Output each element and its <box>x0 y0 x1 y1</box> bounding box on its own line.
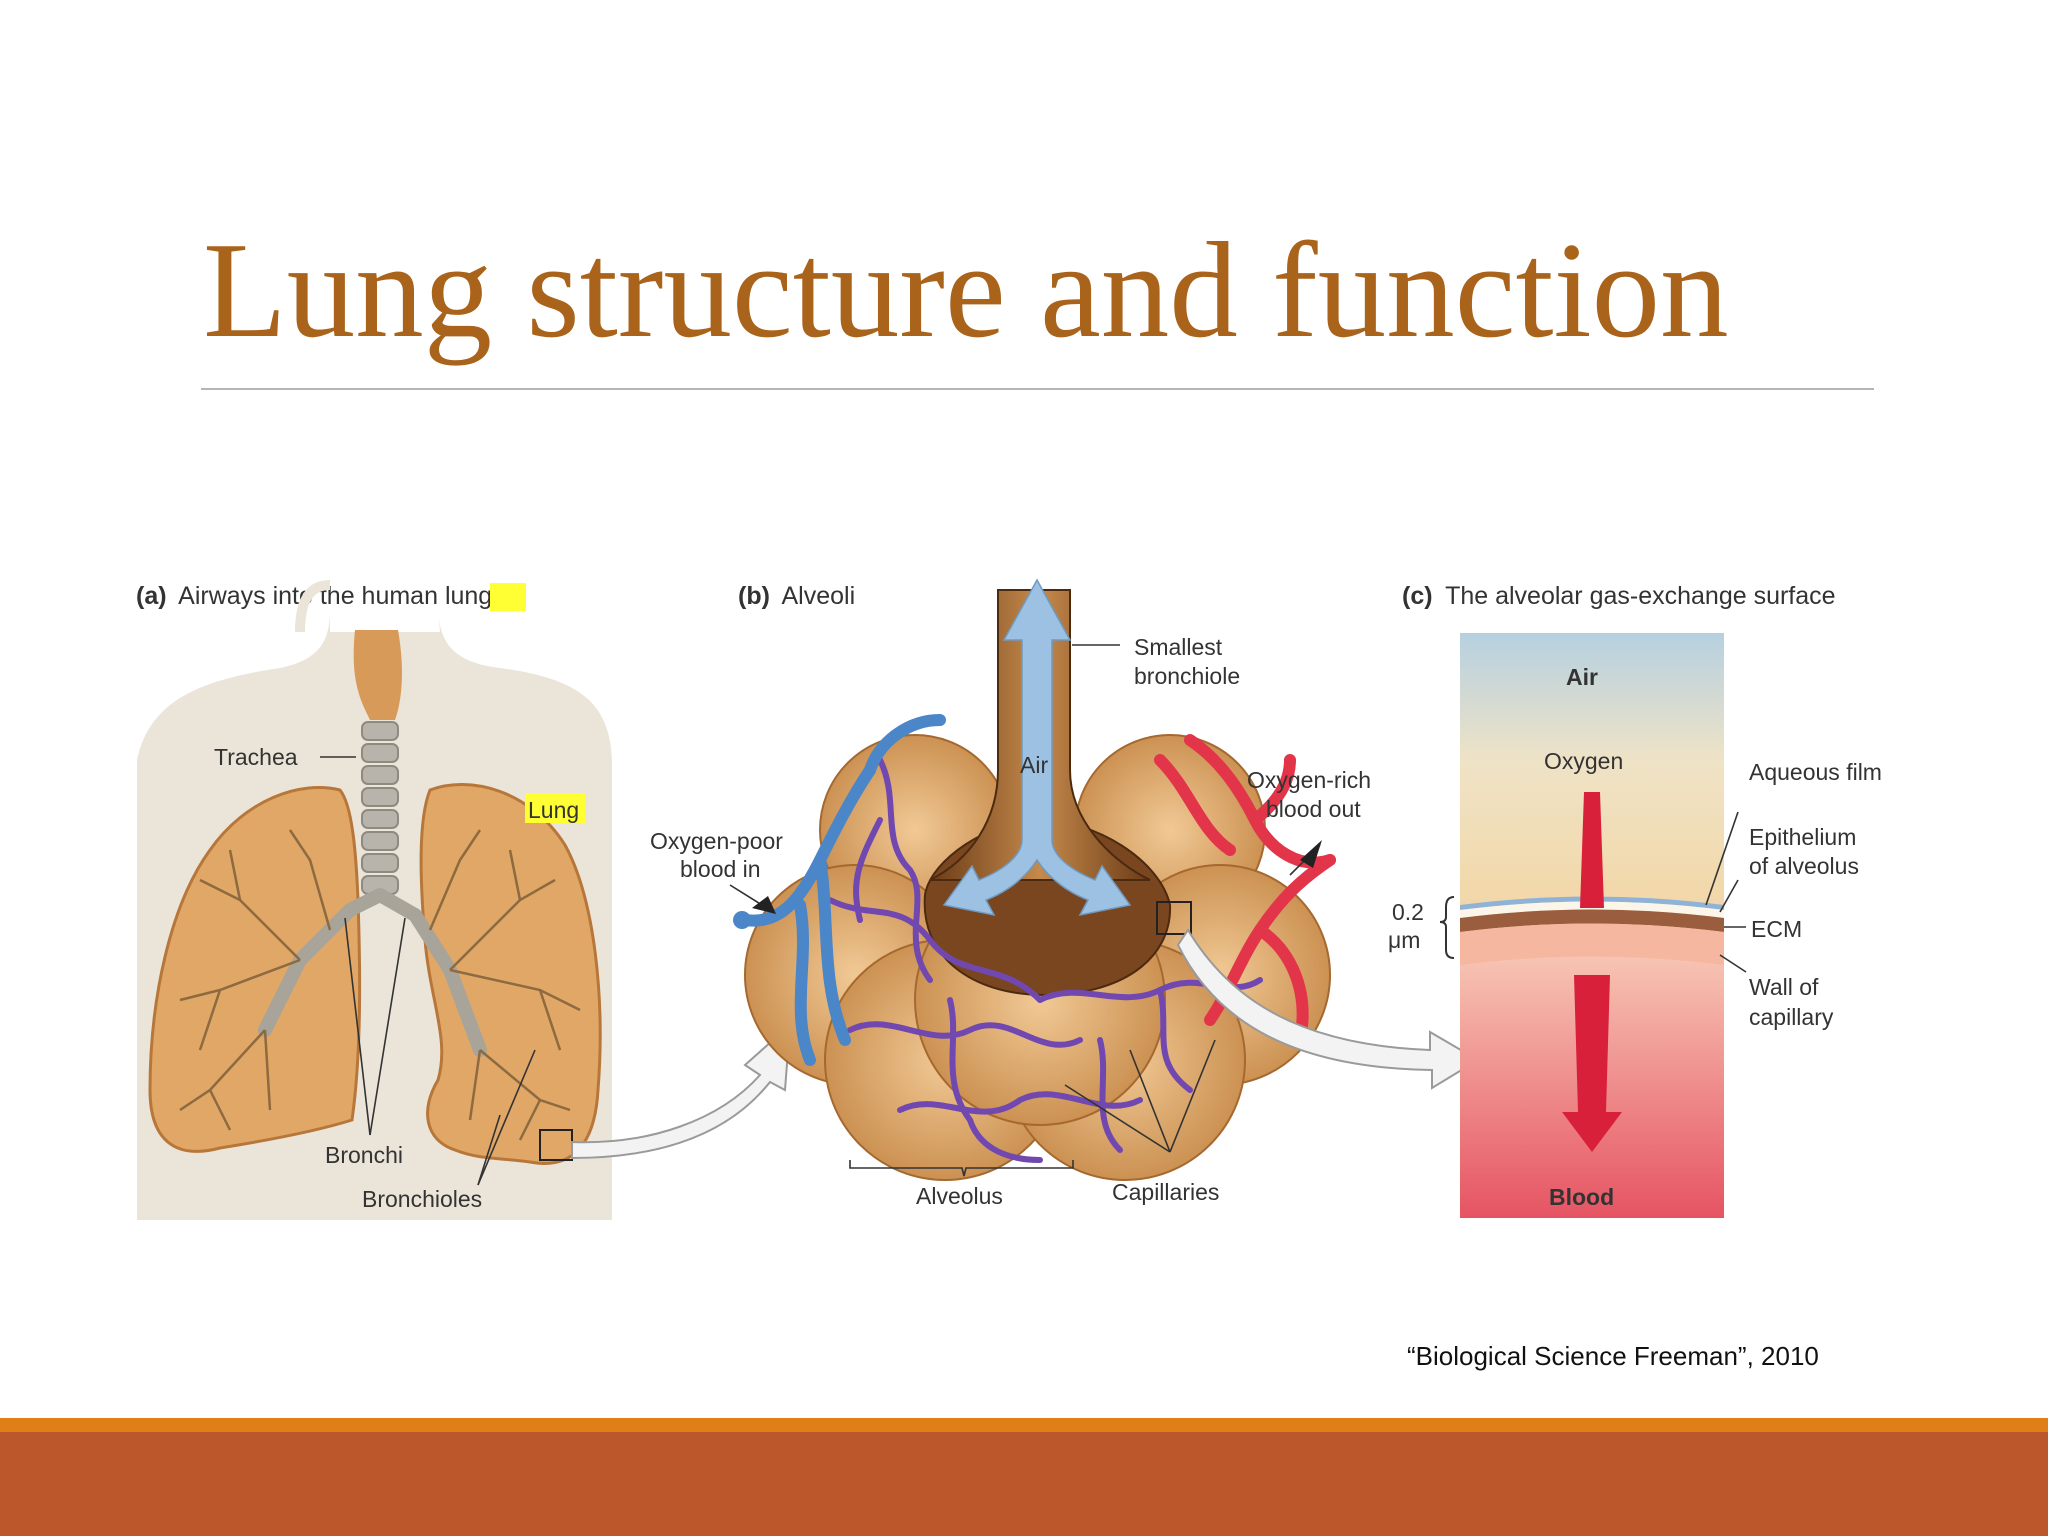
footer-stripe <box>0 1418 2048 1432</box>
label-thickness-value: 0.2 <box>1392 899 1424 925</box>
thickness-brace <box>1439 896 1455 959</box>
label-ecm: ECM <box>1751 916 1802 942</box>
label-air-c: Air <box>1566 664 1598 690</box>
slide-title: Lung structure and function <box>203 214 1729 366</box>
label-capillary: capillary <box>1749 1004 1834 1030</box>
trachea <box>361 721 399 895</box>
oxygen-arrow-upper <box>1580 792 1604 908</box>
svg-text:(b) Alveoli: (b) Alveoli <box>738 582 855 610</box>
label-lung: Lung <box>528 797 579 823</box>
oxygen-arrow-lower <box>1562 975 1622 1152</box>
panel-c: (c) The alveolar gas-exchange surface Ai… <box>1388 582 1882 1218</box>
label-capillaries: Capillaries <box>1112 1179 1219 1205</box>
artery-oxygen-poor <box>739 714 946 1066</box>
aqueous-film-layer <box>1460 896 1724 910</box>
label-oxygen-poor: Oxygen-poor <box>650 828 783 854</box>
zoom-arrow-b-to-c <box>1176 928 1480 1090</box>
bronchiole-tree <box>179 829 581 1141</box>
label-trachea: Trachea <box>214 744 298 770</box>
zoom-arrow-a-to-b <box>571 1022 792 1160</box>
label-blood-out: blood out <box>1266 796 1361 822</box>
lung-label-highlight <box>525 793 585 823</box>
label-smallest: Smallest <box>1134 634 1223 660</box>
label-of-alveolus: of alveolus <box>1749 853 1859 879</box>
panel-b: (b) Alveoli <box>650 578 1480 1209</box>
label-epithelium: Epithelium <box>1749 824 1856 850</box>
air-flow-arrow <box>942 578 1132 917</box>
panel-a-caption-highlight: lung <box>445 582 492 610</box>
right-lung <box>148 786 362 1153</box>
lung-highlight-mark <box>490 583 526 611</box>
label-wall-of: Wall of <box>1749 974 1819 1000</box>
ecm-layer <box>1460 909 1724 932</box>
capillary-wall-layer <box>1460 923 1724 965</box>
footer-band <box>0 1432 2048 1536</box>
label-alveolus: Alveolus <box>916 1183 1003 1209</box>
source-citation: “Biological Science Freeman”, 2010 <box>1407 1341 1819 1371</box>
label-oxygen: Oxygen <box>1544 748 1623 774</box>
label-thickness-unit: μm <box>1388 927 1420 953</box>
label-oxygen-rich: Oxygen-rich <box>1247 767 1371 793</box>
panel-c-letter: (c) <box>1402 582 1433 610</box>
alveolus-zoom-box <box>1156 901 1192 935</box>
label-bronchioles: Bronchioles <box>362 1186 482 1212</box>
bronchi <box>258 888 487 1057</box>
panel-a-letter: (a) <box>136 582 167 610</box>
panel-b-caption: Alveoli <box>782 582 856 610</box>
larynx <box>353 630 402 720</box>
epithelium-layer <box>1460 901 1724 918</box>
label-bronchiole: bronchiole <box>1134 663 1240 689</box>
label-air-b: Air <box>1020 752 1048 778</box>
capillary-network <box>827 757 1263 1163</box>
panel-b-letter: (b) <box>738 582 770 610</box>
panel-a: (a) Airways into the human lungs <box>136 580 792 1220</box>
svg-text:(c) The alveolar gas-exc: (c) The alveolar gas-exchange surface <box>1402 582 1836 610</box>
title-divider <box>201 388 1874 390</box>
label-blood-in: blood in <box>680 856 761 882</box>
left-lung <box>419 783 602 1165</box>
label-aqueous-film: Aqueous film <box>1749 759 1882 785</box>
label-blood: Blood <box>1549 1184 1614 1210</box>
panel-c-caption: The alveolar gas-exchange surface <box>1445 582 1836 610</box>
label-bronchi: Bronchi <box>325 1142 403 1168</box>
